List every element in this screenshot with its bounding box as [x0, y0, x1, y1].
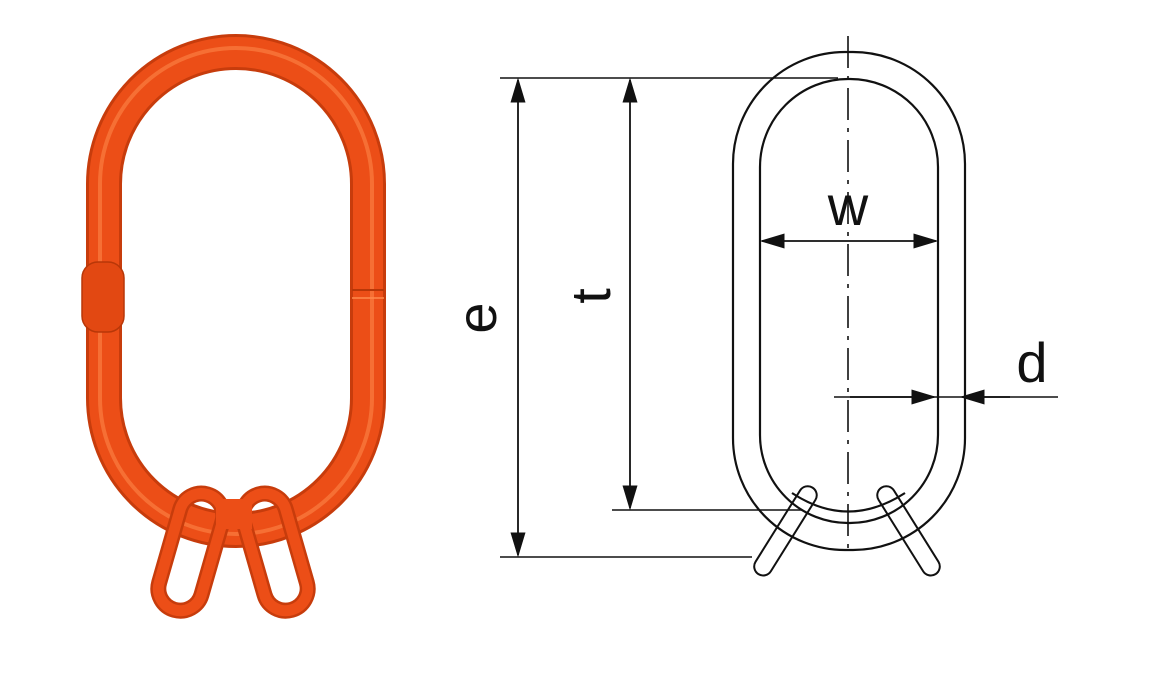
label-d: d	[1016, 331, 1047, 394]
intermediate-link-left	[150, 485, 232, 619]
label-w: w	[827, 174, 869, 237]
master-link-oval	[86, 34, 386, 548]
label-e: e	[445, 302, 508, 333]
technical-drawing: e t w d	[445, 36, 1058, 577]
drawing-intermediate-left	[753, 485, 818, 577]
drawing-intermediate-right	[876, 485, 941, 577]
label-t: t	[559, 288, 622, 304]
intermediate-link-right	[234, 485, 316, 619]
master-link-photo	[81, 34, 386, 619]
drawing-link-outer	[731, 50, 967, 552]
drawing-link-inner	[758, 77, 940, 525]
weld-marking-left	[81, 261, 125, 333]
